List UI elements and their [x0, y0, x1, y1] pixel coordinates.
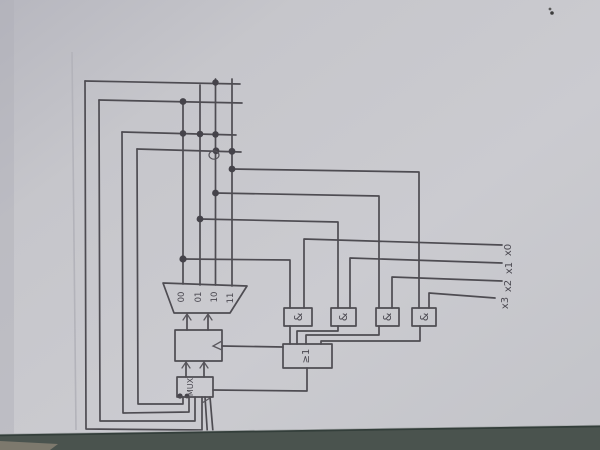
paper-left-shadow [0, 0, 14, 450]
or-gate-symbol: ≥1 [301, 349, 312, 364]
and-gate-3-symbol: & [381, 312, 394, 321]
branch-wire-2 [199, 218, 339, 309]
mux-box [176, 376, 214, 398]
mux: MUX [176, 360, 215, 445]
and-gate-1 [283, 307, 313, 327]
input-wire-x1 [349, 257, 503, 309]
and-gates: & & & & [283, 307, 437, 327]
junction-dot [212, 189, 219, 197]
pen-speck [550, 11, 554, 15]
junction-dot [228, 147, 236, 155]
paper-crease [71, 51, 77, 431]
and-gate-1-symbol: & [292, 312, 305, 321]
decoder-label-00: 00 [177, 292, 187, 303]
and-to-or-wires [289, 325, 421, 345]
junction-dot [196, 215, 204, 223]
decoder-to-and-wires [179, 165, 420, 309]
and-gate-2 [330, 307, 357, 327]
paper-edge-highlight [0, 424, 600, 435]
junction-dot [212, 79, 219, 86]
junction-dot [212, 131, 219, 138]
scribble-circle [208, 150, 220, 160]
loop-wire-3 [121, 131, 190, 414]
and-gate-2-symbol: & [337, 312, 350, 321]
and-gate-4-symbol: & [418, 312, 431, 321]
and-gate-4 [411, 307, 437, 327]
or-to-mux-wire [212, 367, 308, 392]
arrow-up-icon [199, 360, 209, 369]
junction-dot [179, 98, 187, 105]
branch-wire-3 [214, 192, 380, 309]
clock-triangle-icon [211, 340, 223, 351]
or-gate: ≥1 [212, 343, 333, 392]
table-surface [0, 425, 600, 450]
decoder-label-01: 01 [194, 292, 204, 303]
mux-label: MUX [186, 377, 195, 396]
decoder: 00 01 10 11 [162, 282, 248, 314]
pen-speck [548, 7, 552, 11]
loop-wire-outer [84, 80, 203, 431]
junction-dot [196, 130, 204, 138]
input-label-x2: x2 [503, 280, 514, 292]
junction-dot [179, 255, 187, 263]
arrow-up-icon [203, 312, 213, 321]
feedback-wire-2 [98, 99, 243, 104]
input-label-x3: x3 [500, 297, 511, 309]
decoder-label-10: 10 [210, 292, 220, 303]
and3-out-wire [305, 325, 380, 345]
paper-edge-shadow [0, 424, 600, 437]
arrow-up-icon [181, 360, 191, 369]
state-register [174, 312, 284, 362]
loop-wire-2 [98, 99, 196, 422]
input-wire-x0 [303, 238, 503, 309]
and2-out-wire [296, 325, 339, 345]
table-corner [0, 441, 58, 450]
feedback-wire-4 [136, 148, 242, 153]
branch-wire-4 [231, 168, 420, 309]
feedback-grid [84, 78, 243, 431]
junction-dot [179, 130, 187, 137]
input-wires: x0 x1 x2 x3 [303, 238, 515, 309]
decoder-body [162, 282, 248, 314]
junction-dot [228, 165, 236, 173]
input-label-x0: x0 [503, 244, 514, 256]
and4-out-wire [320, 325, 421, 345]
bus-tick [201, 397, 211, 404]
loop-wire-inner [136, 148, 184, 405]
input-wire-x2 [391, 276, 503, 309]
clock-wire [221, 345, 284, 348]
branch-wire-1 [182, 258, 291, 309]
arrow-up-icon [182, 312, 192, 321]
input-label-x1: x1 [504, 262, 515, 274]
and-gate-3 [375, 307, 400, 327]
input-wire-x3 [428, 292, 496, 309]
decoder-label-11: 11 [226, 293, 236, 304]
table-edge [0, 424, 600, 450]
